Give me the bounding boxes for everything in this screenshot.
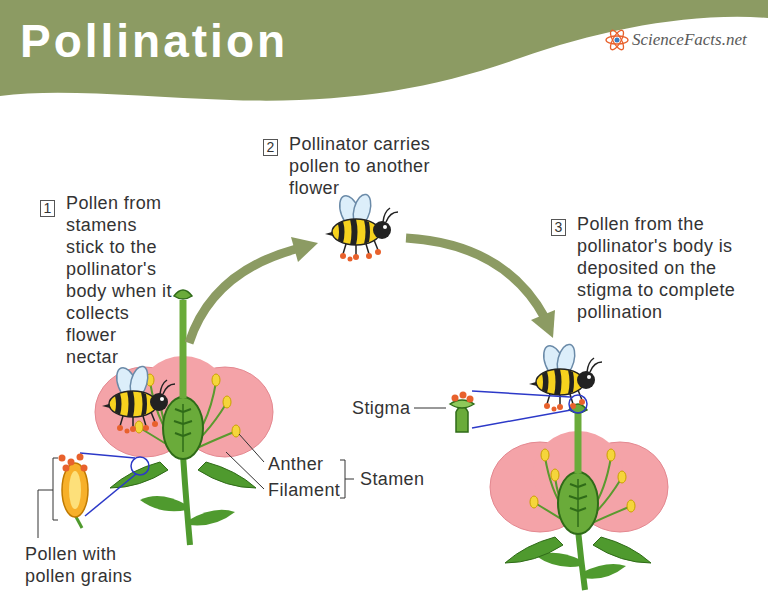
- part-label: Pollen with pollen grains: [25, 543, 155, 587]
- page-title: Pollination: [20, 14, 288, 68]
- part-label: Stamen: [360, 468, 424, 490]
- step-text: Pollen from the pollinator's body is dep…: [577, 213, 747, 323]
- part-label: Anther: [268, 453, 323, 475]
- callout-number: 3: [551, 219, 566, 236]
- part-label: Stigma: [352, 397, 410, 419]
- callout-number: 1: [40, 200, 55, 217]
- callout-number: 2: [263, 139, 278, 156]
- part-label: Filament: [268, 479, 340, 501]
- logo-text: ScienceFacts.net: [632, 30, 747, 50]
- step-text: Pollen from stamens stick to the pollina…: [66, 192, 174, 368]
- step-text: Pollinator carries pollen to another flo…: [289, 133, 467, 199]
